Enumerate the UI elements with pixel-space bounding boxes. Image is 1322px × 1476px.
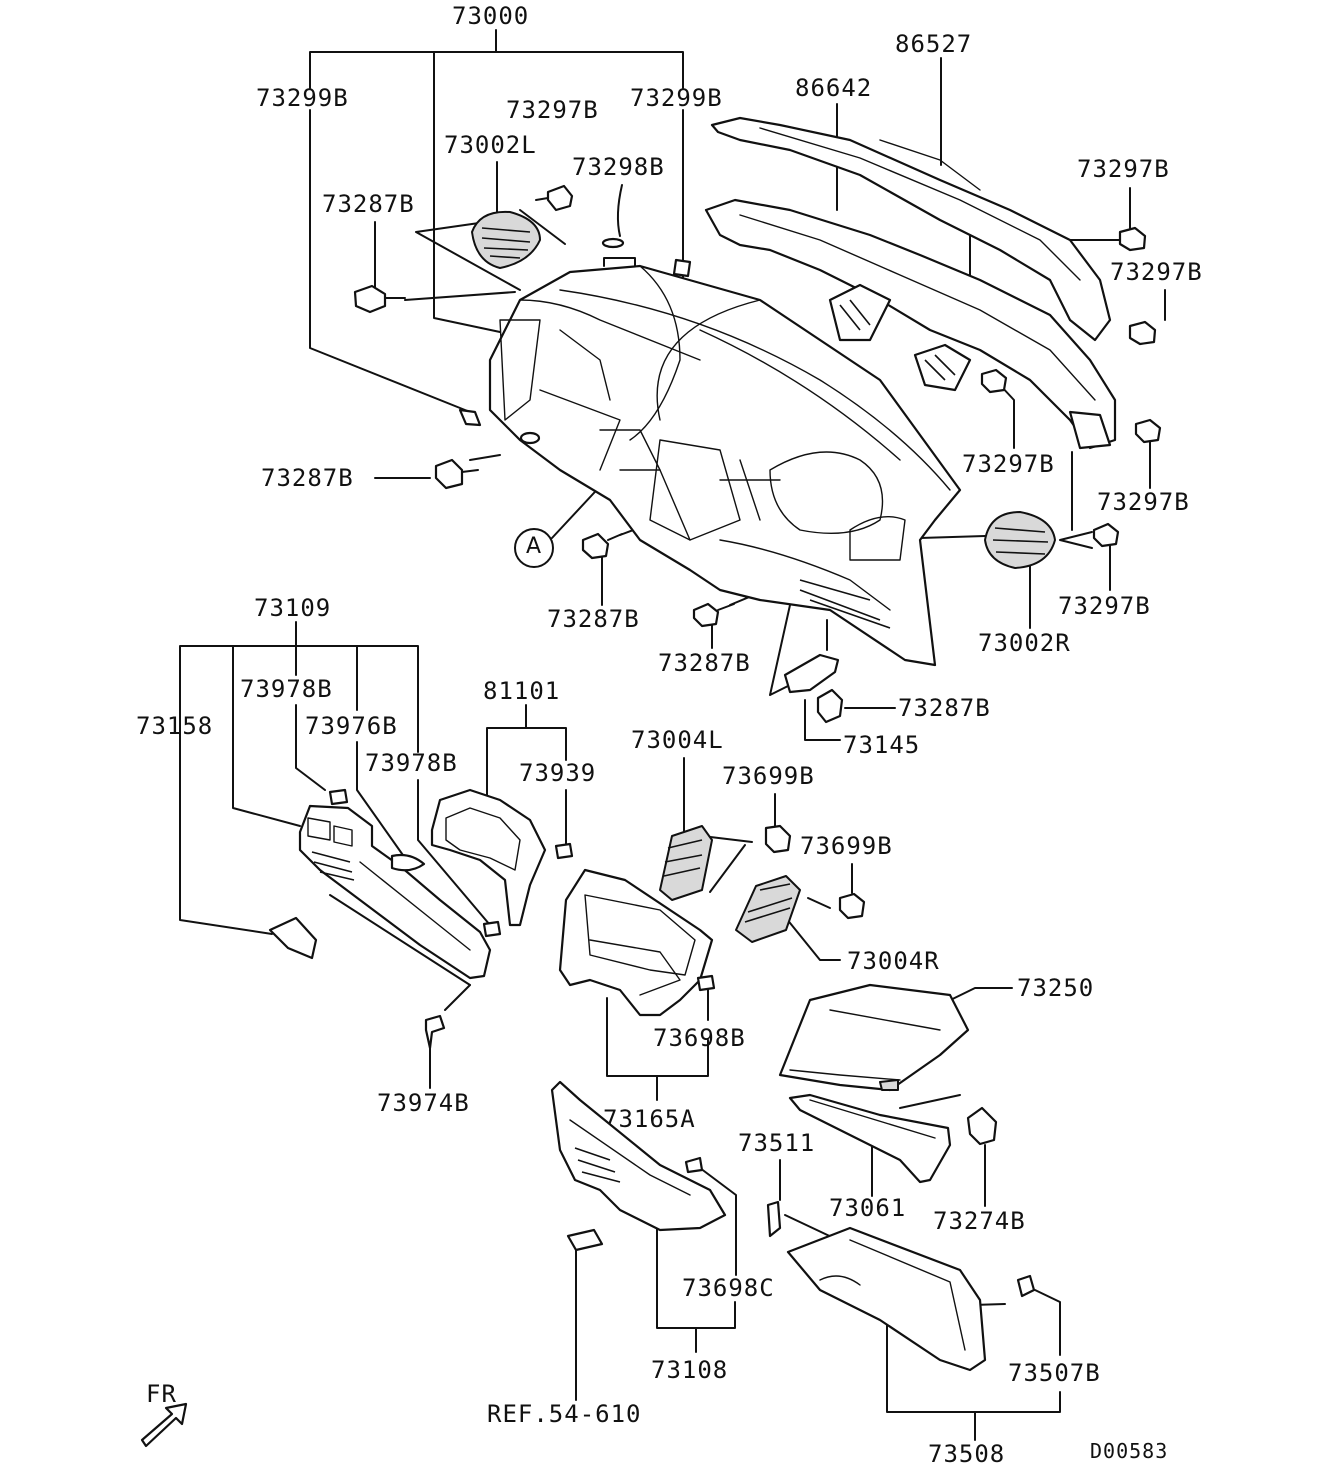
callout-a-letter: A (526, 534, 542, 559)
label-73287b-d: 73287B (658, 649, 751, 677)
vent-73002l (471, 210, 541, 269)
label-73297b-r3: 73297B (962, 450, 1055, 478)
label-73109: 73109 (254, 594, 331, 622)
label-73507b: 73507B (1008, 1359, 1101, 1387)
cluster-hood-81101 (430, 788, 574, 927)
label-73978b-a: 73978B (240, 675, 333, 703)
label-73287b-c: 73287B (547, 605, 640, 633)
label-86642: 86642 (795, 74, 872, 102)
label-73299b-right: 73299B (630, 84, 723, 112)
center-bezel-73165a (558, 868, 716, 1017)
label-73297b-r1: 73297B (1077, 155, 1170, 183)
label-73939: 73939 (519, 759, 596, 787)
label-73004r: 73004R (847, 947, 940, 975)
label-73250: 73250 (1017, 974, 1094, 1002)
label-81101: 81101 (483, 677, 560, 705)
glovebox-damper-73061 (788, 1093, 998, 1184)
label-73274b: 73274B (933, 1207, 1026, 1235)
label-73287b-b: 73287B (261, 464, 354, 492)
label-73002r: 73002R (978, 629, 1071, 657)
lower-panel-73109 (268, 788, 502, 1050)
label-73974b: 73974B (377, 1089, 470, 1117)
label-73297b-top: 73297B (506, 96, 599, 124)
callout-circle-a (514, 528, 554, 568)
lower-cover-73108 (550, 1080, 727, 1252)
label-73299b-left: 73299B (256, 84, 349, 112)
ducts (704, 116, 1117, 450)
label-fr: FR (146, 1380, 177, 1408)
label-73145: 73145 (843, 731, 920, 759)
label-ref-54-610: REF.54-610 (487, 1400, 642, 1428)
label-73297b-r2: 73297B (1110, 258, 1203, 286)
glovebox-door-73250 (778, 983, 970, 1092)
label-73158: 73158 (136, 712, 213, 740)
label-73108: 73108 (651, 1356, 728, 1384)
vent-73002r (984, 511, 1056, 569)
label-73002l: 73002L (444, 131, 537, 159)
label-73698c: 73698C (682, 1274, 775, 1302)
label-73978b-b: 73978B (365, 749, 458, 777)
label-73000: 73000 (452, 2, 529, 30)
label-73297b-r4: 73297B (1097, 488, 1190, 516)
label-86527: 86527 (895, 30, 972, 58)
label-73287b-a: 73287B (322, 190, 415, 218)
instrument-panel-assembly (488, 264, 962, 667)
vent-73004l (659, 824, 792, 901)
label-73165a: 73165A (603, 1105, 696, 1133)
fasteners-upper (353, 184, 1162, 724)
label-73004l: 73004L (631, 726, 724, 754)
label-73061: 73061 (829, 1194, 906, 1222)
label-73298b: 73298B (572, 153, 665, 181)
part-labels: 73000 86527 73299B 73297B 73299B 86642 7… (136, 2, 1203, 1468)
front-direction-arrow (140, 1402, 188, 1448)
diagram-code: D00583 (1090, 1439, 1168, 1463)
label-73297b-r5: 73297B (1058, 592, 1151, 620)
label-73287b-e: 73287B (898, 694, 991, 722)
label-73699b-b: 73699B (800, 832, 893, 860)
label-73511: 73511 (738, 1129, 815, 1157)
vent-73004r (735, 875, 866, 943)
label-73508: 73508 (928, 1440, 1005, 1468)
label-73976b: 73976B (305, 712, 398, 740)
label-73698b: 73698B (653, 1024, 746, 1052)
label-73699b-a: 73699B (722, 762, 815, 790)
glove-box-73508 (766, 1200, 1036, 1372)
